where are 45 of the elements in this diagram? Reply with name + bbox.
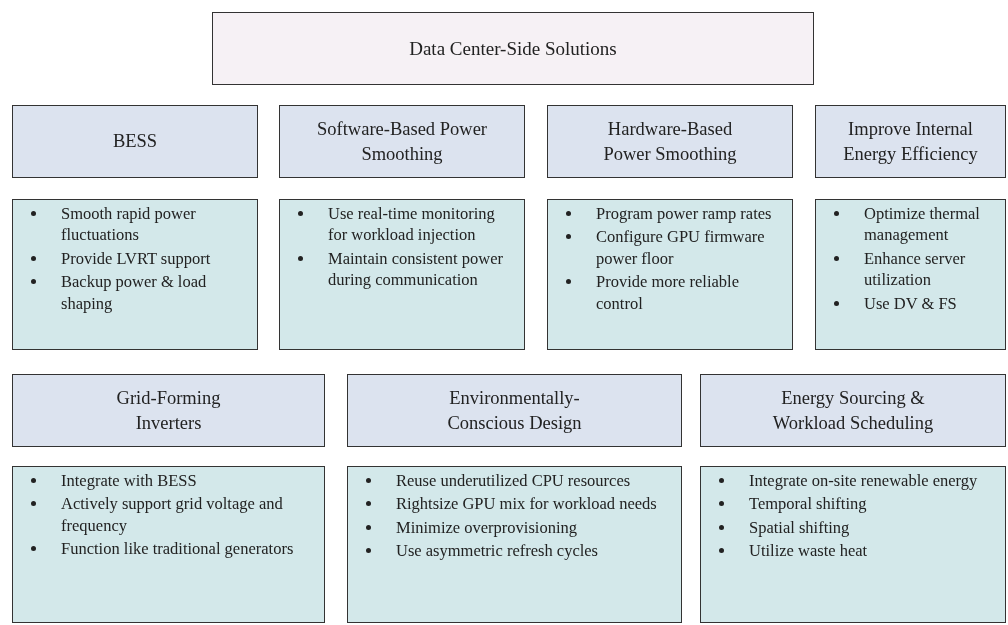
category-header-box [815,105,1006,178]
header-text: Energy Sourcing & Workload Scheduling [771,387,935,435]
category-header-box [279,105,525,178]
header-text: Environmentally-Conscious Design [446,387,583,435]
bullet-item: Rightsize GPU mix for workload needs [396,494,657,514]
bullet-list-box [279,199,525,350]
header-text: BESS [112,130,158,154]
bullet-list-box [700,466,1006,623]
bullet-item: Enhance server utilization [864,248,966,290]
category-header-box [347,374,682,447]
bullet-item: Temporal shifting [749,494,867,514]
bullet-item: Provide more reliable control [596,272,739,313]
bullet-item: Backup power & load shaping [61,272,207,313]
header-text: Grid-Forming Inverters [115,387,222,435]
bullet-list-box [815,199,1006,350]
bullet-item: Minimize overprovisioning [396,517,578,537]
bullet-item: Use DV & FS [864,293,957,313]
category-header-box [547,105,793,178]
bullet-item: Actively support grid voltage and frequency [61,494,283,535]
category-header-box [12,105,258,178]
bullet-item: Use real-time monitoring for workload injection [328,204,495,245]
bullet-item: Integrate with BESS [61,471,197,490]
bullet-list-box [12,466,325,623]
bullet-item: Utilize waste heat [749,541,868,561]
title-text: Data Center-Side Solutions [409,37,617,60]
bullet-list-box [347,466,682,623]
bullet-item: Function like traditional generators [61,539,294,559]
bullet-item: Provide LVRT support [61,248,211,268]
header-text: Software-Based Power Smoothing [315,118,489,166]
bullet-item: Optimize thermal management [864,204,980,245]
category-header-box [12,374,325,447]
bullet-item: Reuse underutilized CPU resources [396,471,631,490]
bullet-list-box [12,199,258,350]
bullet-item: Smooth rapid power fluctuations [61,204,196,245]
header-text: Hardware-Based Power Smoothing [602,118,738,166]
header-text: Improve Internal Energy Efficiency [842,118,979,166]
bullet-item: Integrate on-site renewable energy [749,471,978,490]
bullet-item: Configure GPU firmware power floor [596,227,765,268]
title-box [212,12,814,85]
bullet-list-box [547,199,793,350]
bullet-item: Spatial shifting [749,517,850,537]
bullet-item: Maintain consistent power during communication [328,248,504,290]
category-header-box [700,374,1006,447]
bullet-item: Use asymmetric refresh cycles [396,541,599,561]
bullet-item: Program power ramp rates [596,204,772,223]
